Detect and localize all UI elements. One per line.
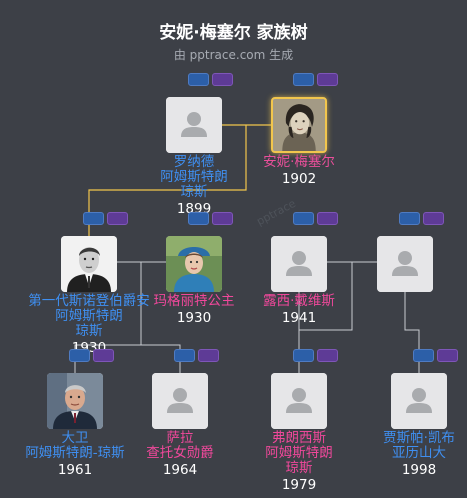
parents-tag[interactable] (413, 349, 434, 362)
spouse-tag[interactable] (93, 349, 114, 362)
avatar-placeholder-icon (271, 236, 327, 292)
person-card-sarah[interactable] (152, 373, 208, 429)
person-name-line: 大卫 (61, 430, 89, 446)
person-birth-year-jasper: 1998 (401, 462, 437, 478)
person-name-line: 查托女勋爵 (146, 445, 214, 461)
parents-tag[interactable] (188, 73, 209, 86)
person-name-line: 露西·戴维斯 (263, 293, 335, 309)
person-name-line: 第一代斯诺登伯爵安 (28, 293, 150, 309)
person-name-line: 阿姆斯特朗 (265, 445, 333, 461)
person-card-lucy[interactable] (271, 236, 327, 292)
parents-tag[interactable] (174, 349, 195, 362)
person-birth-year-anne: 1902 (281, 171, 317, 187)
person-birth-year-david: 1961 (57, 462, 93, 478)
person-tags-antony (83, 212, 128, 225)
person-tags-margaret (188, 212, 233, 225)
person-name-margaret[interactable]: 玛格丽特公主 (129, 294, 259, 309)
person-name-line: 贾斯帕·凯布 (383, 430, 455, 446)
page-subtitle: 由 pptrace.com 生成 (173, 48, 294, 62)
person-tags-jasper (413, 349, 458, 362)
person-card-margaret[interactable] (166, 236, 222, 292)
person-name-line: 安妮·梅塞尔 (263, 154, 335, 170)
parents-tag[interactable] (293, 349, 314, 362)
person-name-line: 琼斯 (75, 323, 103, 339)
spouse-tag[interactable] (212, 73, 233, 86)
person-name-line: 琼斯 (285, 460, 313, 476)
spouse-tag[interactable] (317, 349, 338, 362)
person-name-antony[interactable]: 第一代斯诺登伯爵安阿姆斯特朗琼斯 (24, 294, 154, 339)
person-photo (273, 99, 325, 151)
person-name-frances[interactable]: 弗朗西斯阿姆斯特朗琼斯 (234, 431, 364, 476)
person-photo (61, 236, 117, 292)
person-name-line: 琼斯 (180, 184, 208, 200)
person-card-frances[interactable] (271, 373, 327, 429)
spouse-tag[interactable] (212, 212, 233, 225)
spouse-tag[interactable] (107, 212, 128, 225)
person-name-lucy[interactable]: 露西·戴维斯 (234, 294, 364, 309)
parents-tag[interactable] (188, 212, 209, 225)
person-name-line: 阿姆斯特朗 (160, 169, 228, 185)
person-name-ronald[interactable]: 罗纳德阿姆斯特朗琼斯 (129, 155, 259, 200)
avatar-placeholder-icon (152, 373, 208, 429)
person-card-jasper[interactable] (391, 373, 447, 429)
person-tags-lucy (293, 212, 338, 225)
person-tags-ronald (188, 73, 233, 86)
parent-child-connector (141, 344, 181, 373)
person-name-line: 罗纳德 (173, 154, 215, 170)
spouse-tag[interactable] (317, 212, 338, 225)
person-name-line: 阿姆斯特朗 (55, 308, 123, 324)
parents-tag[interactable] (293, 73, 314, 86)
spouse-tag[interactable] (317, 73, 338, 86)
avatar-placeholder-icon (377, 236, 433, 292)
avatar-placeholder-icon (166, 97, 222, 153)
avatar-placeholder-icon (271, 373, 327, 429)
person-name-david[interactable]: 大卫阿姆斯特朗-琼斯 (10, 431, 140, 461)
spouse-tag[interactable] (198, 349, 219, 362)
parents-tag[interactable] (399, 212, 420, 225)
person-tags-david (69, 349, 114, 362)
person-card-antony[interactable] (61, 236, 117, 292)
person-tags-anne (293, 73, 338, 86)
person-birth-year-sarah: 1964 (162, 462, 198, 478)
person-card-anne[interactable] (271, 97, 327, 153)
person-card-david[interactable] (47, 373, 103, 429)
person-name-line: 阿姆斯特朗-琼斯 (25, 445, 125, 461)
person-tags-frances (293, 349, 338, 362)
parents-tag[interactable] (69, 349, 90, 362)
person-tags-sarah (174, 349, 219, 362)
person-name-line: 萨拉 (166, 430, 194, 446)
parents-tag[interactable] (83, 212, 104, 225)
page-title: 安妮·梅塞尔 家族树 (159, 23, 308, 43)
person-photo (47, 373, 103, 429)
person-birth-year-margaret: 1930 (176, 310, 212, 326)
person-photo (166, 236, 222, 292)
person-name-line: 玛格丽特公主 (153, 293, 235, 309)
person-card-ronald[interactable] (166, 97, 222, 153)
person-birth-year-frances: 1979 (281, 477, 317, 493)
avatar-placeholder-icon (391, 373, 447, 429)
parents-tag[interactable] (293, 212, 314, 225)
spouse-tag[interactable] (423, 212, 444, 225)
person-card-unknown[interactable] (377, 236, 433, 292)
person-name-sarah[interactable]: 萨拉查托女勋爵 (115, 431, 245, 461)
person-name-line: 亚历山大 (392, 445, 446, 461)
spouse-tag[interactable] (437, 349, 458, 362)
person-name-line: 弗朗西斯 (272, 430, 326, 446)
person-name-jasper[interactable]: 贾斯帕·凯布亚历山大 (354, 431, 467, 461)
person-birth-year-lucy: 1941 (281, 310, 317, 326)
person-name-anne[interactable]: 安妮·梅塞尔 (234, 155, 364, 170)
person-tags-unknown (399, 212, 444, 225)
